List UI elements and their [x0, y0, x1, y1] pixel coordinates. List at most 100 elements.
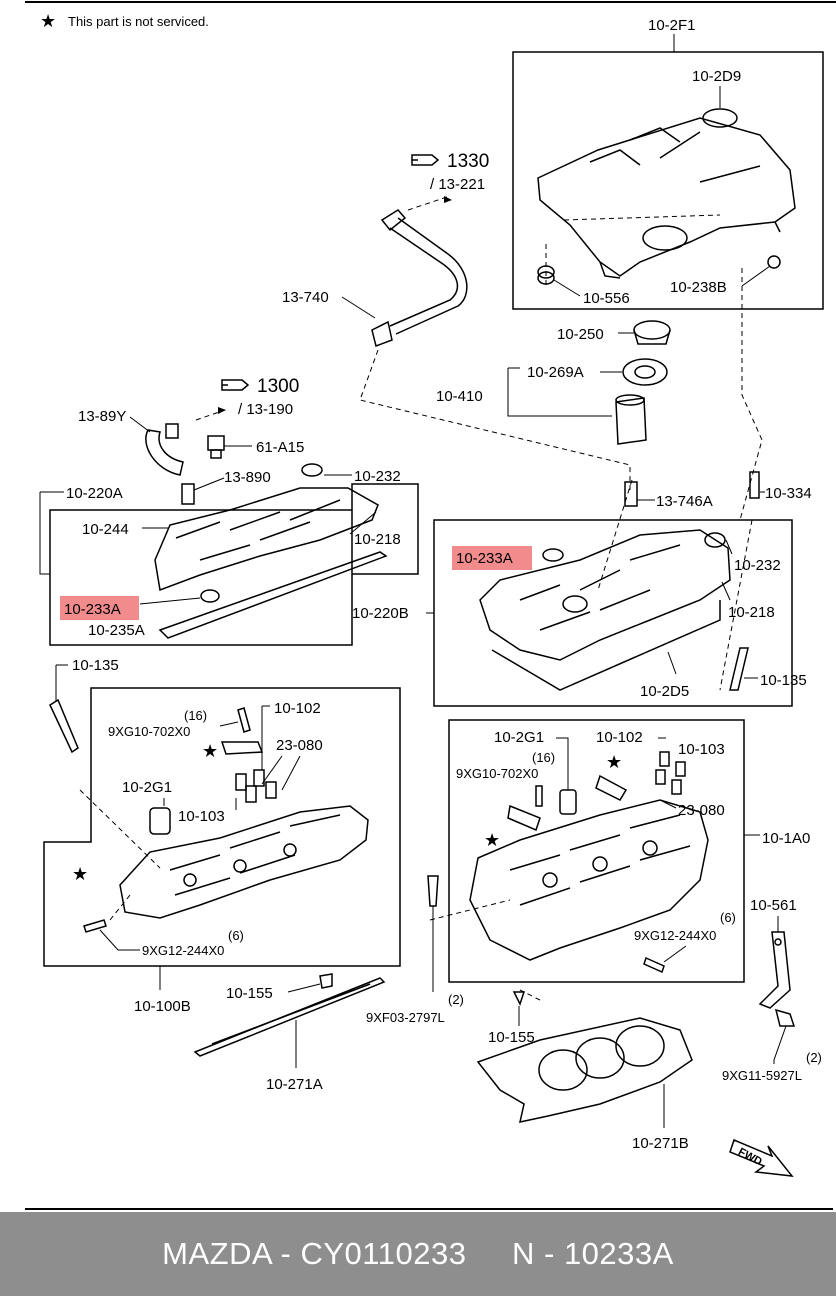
oil-cap-10-250-icon — [633, 320, 671, 345]
label-10-218-left: 10-218 — [354, 531, 401, 548]
label-10-220B: 10-220B — [352, 605, 409, 622]
separator-10-410-icon — [615, 394, 647, 445]
label-13-890: 13-890 — [224, 469, 271, 486]
tappet-10-2G1-left-icon — [149, 807, 171, 835]
star-right-lower-icon: ★ — [484, 830, 500, 850]
rocker-right-lower-icon — [507, 804, 541, 832]
label-10-232-left: 10-232 — [354, 468, 401, 485]
bolt-9XG10-right-icon — [535, 785, 543, 807]
label-23-080-left: 23-080 — [276, 737, 323, 754]
label-10-556: 10-556 — [583, 290, 630, 307]
label-10-250: 10-250 — [557, 326, 604, 343]
guides-left-icon — [235, 769, 277, 803]
right-head-illustration — [469, 799, 709, 961]
arrow-1330-icon — [411, 154, 440, 166]
hose-13-89Y — [145, 423, 184, 476]
bolt-9XG12-right-icon — [643, 956, 665, 974]
pcv-valve-13-746A-icon — [624, 481, 638, 507]
label-10-220A: 10-220A — [66, 485, 123, 502]
dowel-10-155-left-icon — [319, 973, 333, 989]
label-10-2G1-left: 10-2G1 — [122, 779, 172, 796]
label-10-269A: 10-269A — [527, 364, 584, 381]
label-10-410: 10-410 — [436, 388, 483, 405]
label-13-746A: 13-746A — [656, 493, 713, 510]
gasket-10-235A — [158, 551, 388, 639]
svg-text:FWD: FWD — [736, 1146, 764, 1168]
right-cover-illustration — [479, 529, 731, 691]
arrow-1300-icon — [221, 379, 250, 391]
star-right-upper-icon: ★ — [606, 752, 622, 772]
label-10-155-left: 10-155 — [226, 985, 273, 1002]
label-10-235A: 10-235A — [88, 622, 145, 639]
label-9XF03-2797L: 9XF03-2797L — [366, 1010, 445, 1025]
highlight-10-233A-right — [452, 546, 532, 570]
engine-cover-frame — [512, 51, 824, 310]
label-10-244: 10-244 — [82, 521, 129, 538]
hose-13-740 — [371, 209, 468, 347]
label-10-135-right: 10-135 — [760, 672, 807, 689]
label-2-right: (2) — [806, 1050, 822, 1065]
left-head-illustration — [119, 805, 369, 919]
label-10-2G1-right: 10-2G1 — [494, 729, 544, 746]
dowel-10-155-right-icon — [512, 991, 526, 1006]
grommet-10-238B-icon — [767, 255, 781, 269]
label-10-2D5: 10-2D5 — [640, 683, 689, 700]
label-13-740: 13-740 — [282, 289, 329, 306]
valve-13-890-icon — [181, 483, 195, 505]
label-6-left: (6) — [228, 928, 244, 943]
rocker-left-icon — [220, 741, 264, 755]
star-left-lower-icon: ★ — [72, 864, 88, 884]
label-10-233A-right: 10-233A — [456, 550, 513, 567]
label-10-2D9: 10-2D9 — [692, 68, 741, 85]
label-1300: 1300 — [257, 376, 299, 397]
label-10-238B: 10-238B — [670, 279, 727, 296]
label-10-102-left: 10-102 — [274, 700, 321, 717]
part-number-footer: MAZDA - CY0110233 N - 10233A — [0, 1212, 836, 1296]
bolt-9XG10-left-icon — [237, 707, 251, 733]
label-10-103-left: 10-103 — [178, 808, 225, 825]
label-9XG12-244X0-right: 9XG12-244X0 — [634, 928, 716, 943]
bolt-9XG11-icon — [774, 1008, 796, 1027]
label-13-89Y: 13-89Y — [78, 408, 126, 425]
label-10-271A: 10-271A — [266, 1076, 323, 1093]
cap-61-A15-icon — [207, 435, 225, 459]
label-10-100B: 10-100B — [134, 998, 191, 1015]
footer-divider — [25, 1208, 833, 1210]
label-10-2F1: 10-2F1 — [648, 17, 696, 34]
highlight-10-233A-left — [60, 596, 139, 620]
fwd-arrow-icon: FWD — [729, 1138, 794, 1177]
label-9XG12-244X0-left: 9XG12-244X0 — [142, 943, 224, 958]
bolt-9XG12-left-icon — [83, 919, 107, 933]
label-13-190: / 13-190 — [238, 401, 293, 418]
cover-badge-shape — [702, 108, 738, 128]
label-10-334: 10-334 — [765, 485, 812, 502]
left-cover-frame — [49, 509, 353, 646]
label-10-135-left: 10-135 — [72, 657, 119, 674]
parts-diagram: ★ This part is not serviced. 10-2F1 10-2… — [25, 1, 836, 1177]
label-9XG11-5927L: 9XG11-5927L — [722, 1068, 802, 1083]
bolt-10-135-left-icon — [49, 698, 79, 754]
dowel-9XF03-icon — [427, 875, 439, 907]
label-23-080-right: 23-080 — [678, 802, 725, 819]
label-2-left: (2) — [448, 992, 464, 1007]
label-10-1A0: 10-1A0 — [762, 830, 810, 847]
engine-cover-illustration — [537, 117, 796, 279]
guides-right-icon — [655, 751, 686, 795]
gasket-10-271B-icon — [476, 1017, 693, 1123]
label-10-103-right: 10-103 — [678, 741, 725, 758]
label-10-218-right: 10-218 — [728, 604, 775, 621]
label-10-102-right: 10-102 — [596, 729, 643, 746]
footer-text: MAZDA - CY0110233 N - 10233A — [162, 1236, 674, 1271]
rocker-right-upper-icon — [595, 774, 628, 801]
right-head-frame — [448, 719, 745, 983]
left-head-frame — [43, 687, 401, 967]
label-16-right: (16) — [532, 750, 555, 765]
label-10-232-right: 10-232 — [734, 557, 781, 574]
label-10-271B: 10-271B — [632, 1135, 689, 1152]
seal-10-269A-icon — [622, 358, 668, 386]
label-10-155-right: 10-155 — [488, 1029, 535, 1046]
stud-10-334-icon — [749, 471, 760, 499]
label-10-561: 10-561 — [750, 897, 797, 914]
bolt-10-135-right-icon — [729, 647, 749, 691]
gasket-10-271A-icon — [193, 977, 386, 1057]
